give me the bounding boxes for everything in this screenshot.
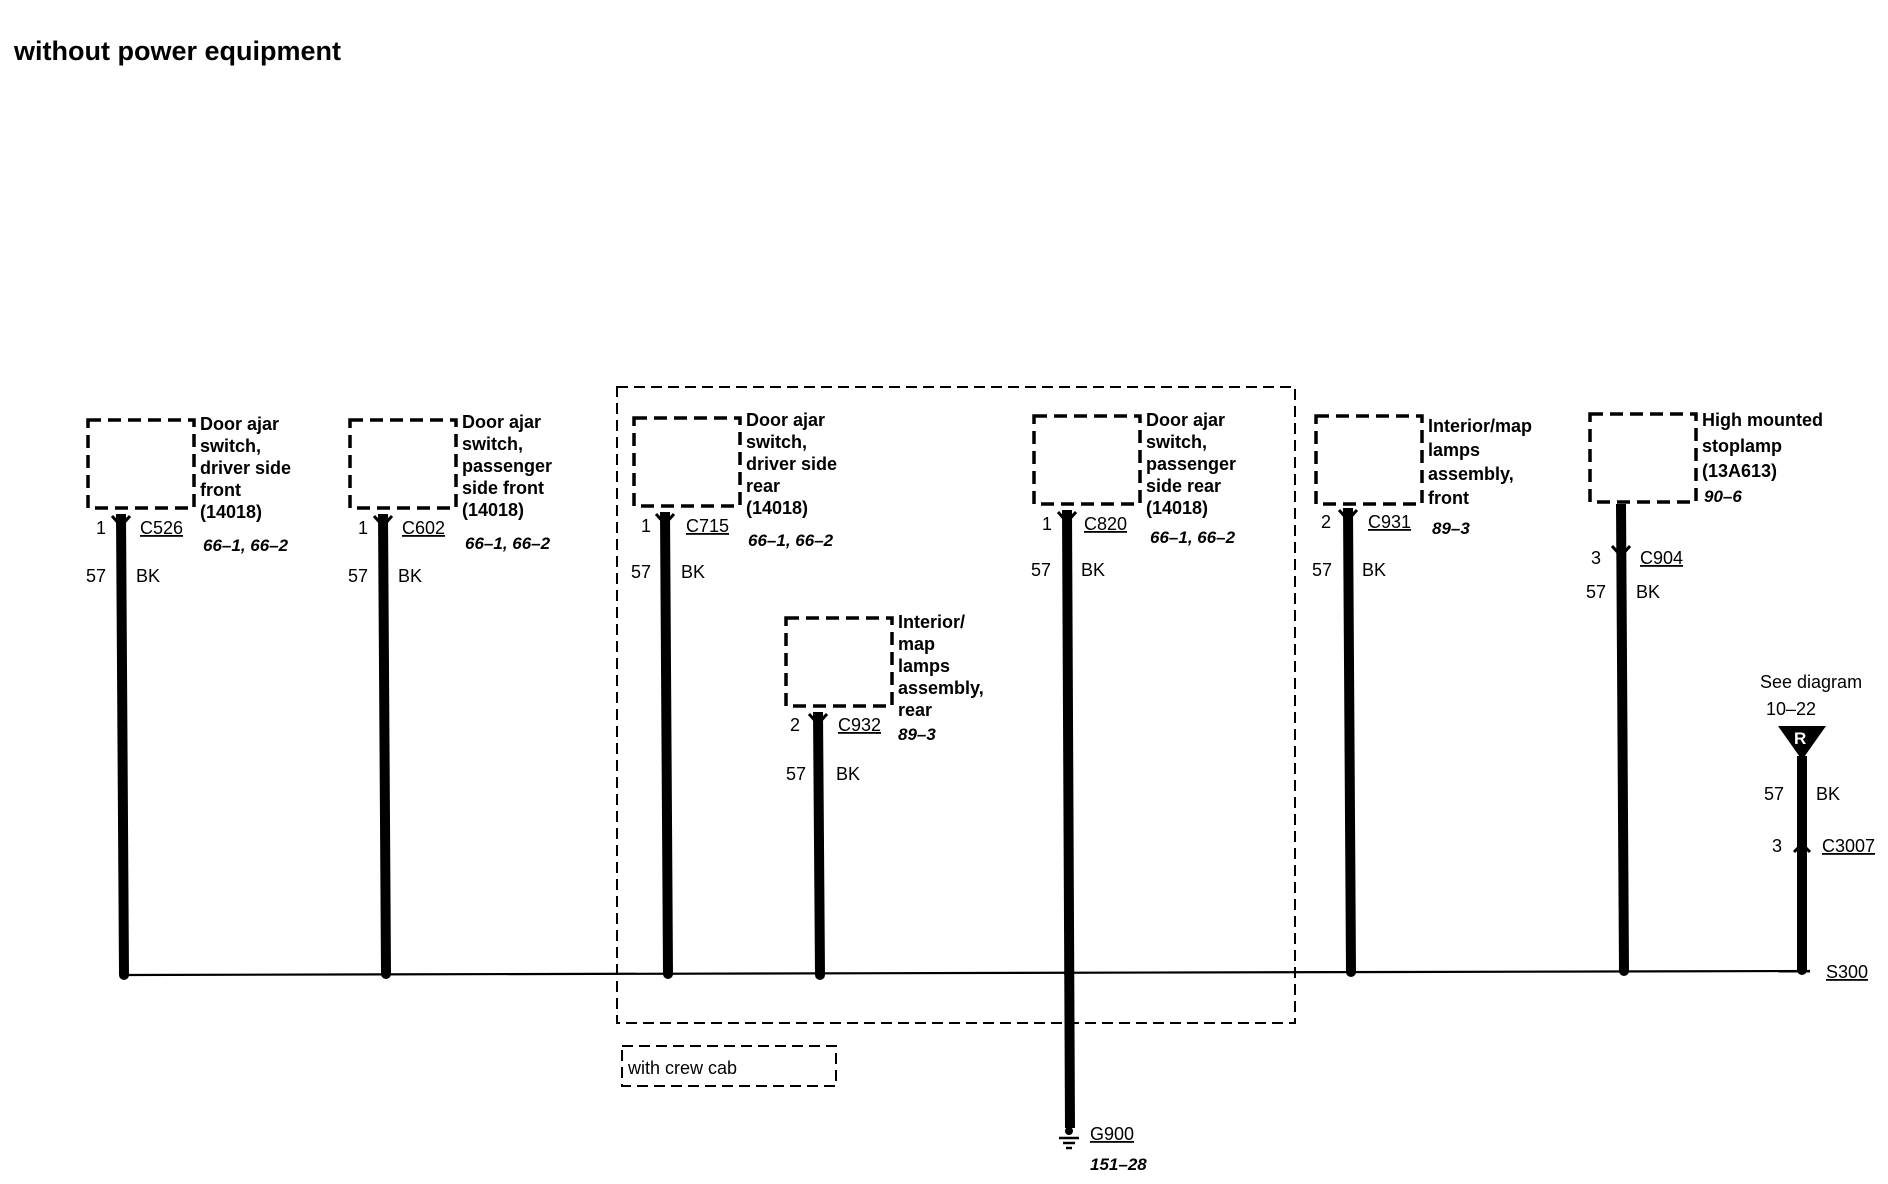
color-label: BK (136, 566, 160, 586)
high-mounted-stoplamp: High mounted stoplamp (13A613) 90–6 3 C9… (1586, 410, 1828, 976)
color-label: BK (1816, 784, 1840, 804)
circuit-label: 57 (1586, 582, 1606, 602)
marker-letter: R (1794, 729, 1806, 748)
page-title: without power equipment (13, 36, 341, 66)
wire (813, 711, 825, 976)
ground-label: G900 (1090, 1124, 1134, 1144)
wire (116, 513, 129, 976)
right-feed: See diagram 10–22 R 57 BK 3 C3007 S300 (1760, 672, 1875, 982)
wire (378, 513, 391, 975)
color-label: BK (836, 764, 860, 784)
splice-dot (1064, 968, 1074, 978)
pin-label: 2 (790, 715, 800, 735)
color-label: BK (681, 562, 705, 582)
pin-label: 3 (1591, 548, 1601, 568)
pin-label: 1 (1042, 514, 1052, 534)
color-label: BK (398, 566, 422, 586)
ground-dot (1065, 1127, 1073, 1135)
component-box (1314, 414, 1424, 506)
pin-label: 2 (1321, 512, 1331, 532)
component-label: Interior/ map lamps assembly, rear (898, 612, 989, 720)
splice-dot (815, 970, 825, 980)
connector-label: C931 (1368, 512, 1411, 532)
component-box (784, 616, 894, 708)
circuit-label: 57 (86, 566, 106, 586)
component-label: Door ajar switch, driver side front (140… (200, 414, 296, 522)
component-box (1032, 414, 1142, 506)
ground-ref: 151–28 (1090, 1155, 1147, 1174)
component-box (86, 418, 196, 510)
pin-label: 3 (1772, 836, 1782, 856)
splice-dot (119, 970, 129, 980)
component-label: Door ajar switch, driver side rear (1401… (746, 410, 842, 518)
connector-label: C715 (686, 516, 729, 536)
crew-cab-label: with crew cab (627, 1058, 737, 1078)
see-diagram-label: See diagram (1760, 672, 1862, 692)
ground-bus (123, 969, 1811, 977)
circuit-label: 57 (348, 566, 368, 586)
connector-label: C526 (140, 518, 183, 538)
ref-label: 89–3 (898, 725, 936, 744)
pin-label: 1 (358, 518, 368, 538)
wire (1062, 509, 1075, 1129)
pin-label: 1 (641, 516, 651, 536)
see-diagram-ref: 10–22 (1766, 699, 1816, 719)
ref-label: 90–6 (1704, 487, 1742, 506)
diagram-reference-marker (1778, 726, 1826, 760)
crew-cab-legend-box (621, 1045, 837, 1087)
ref-label: 66–1, 66–2 (465, 534, 551, 553)
component-label: Door ajar switch, passenger side front (… (462, 412, 557, 520)
component-box (632, 416, 742, 508)
circuit-label: 57 (1031, 560, 1051, 580)
connector-label: C932 (838, 715, 881, 735)
ref-label: 89–3 (1432, 519, 1470, 538)
circuit-label: 57 (631, 562, 651, 582)
splice-dot (1797, 965, 1807, 975)
circuit-label: 57 (786, 764, 806, 784)
ref-label: 66–1, 66–2 (1150, 528, 1236, 547)
door-ajar-switch-passenger-front: Door ajar switch, passenger side front (… (348, 412, 557, 979)
connector-label: C3007 (1822, 836, 1875, 856)
ref-label: 66–1, 66–2 (203, 536, 289, 555)
interior-map-lamps-rear: Interior/ map lamps assembly, rear 89–3 … (784, 612, 989, 980)
door-ajar-switch-driver-rear: Door ajar switch, driver side rear (1401… (631, 410, 842, 979)
door-ajar-switch-driver-front: Door ajar switch, driver side front (140… (86, 414, 296, 980)
crew-cab-outline (616, 386, 1296, 1024)
interior-map-lamps-front: Interior/map lamps assembly, front 89–3 … (1312, 414, 1537, 977)
wire (660, 511, 673, 975)
connector-label: C820 (1084, 514, 1127, 534)
splice-dot (381, 969, 391, 979)
circuit-label: 57 (1764, 784, 1784, 804)
color-label: BK (1081, 560, 1105, 580)
door-ajar-switch-passenger-rear: Door ajar switch, passenger side rear (1… (1031, 410, 1241, 1129)
component-label: High mounted stoplamp (13A613) (1702, 410, 1828, 481)
component-box (348, 418, 458, 510)
component-label: Interior/map lamps assembly, front (1428, 416, 1537, 508)
wire (1616, 503, 1629, 972)
color-label: BK (1362, 560, 1386, 580)
splice-label: S300 (1826, 962, 1868, 982)
splice-dot (663, 969, 673, 979)
color-label: BK (1636, 582, 1660, 602)
component-box (1588, 412, 1698, 504)
ground-g900: G900 151–28 (1059, 1124, 1147, 1174)
connector-label: C602 (402, 518, 445, 538)
wire (1343, 507, 1356, 973)
splice-dot (1346, 967, 1356, 977)
pin-label: 1 (96, 518, 106, 538)
ref-label: 66–1, 66–2 (748, 531, 834, 550)
circuit-label: 57 (1312, 560, 1332, 580)
connector-symbol (1792, 841, 1812, 854)
splice-dot (1619, 966, 1629, 976)
component-label: Door ajar switch, passenger side rear (1… (1146, 410, 1241, 518)
connector-label: C904 (1640, 548, 1683, 568)
